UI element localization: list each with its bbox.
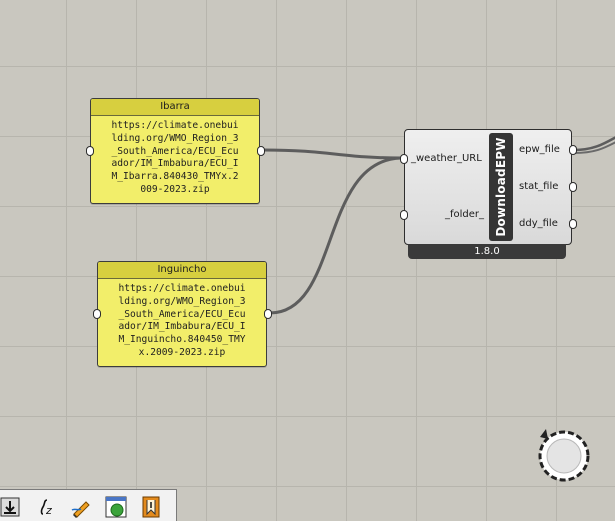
panel-ibarra-input-grip[interactable]	[86, 146, 94, 156]
panel-ibarra-output-grip[interactable]	[257, 146, 265, 156]
panel-ibarra-title: Ibarra	[91, 99, 259, 116]
component-version: 1.8.0	[408, 244, 566, 259]
input-folder-label: _folder_	[445, 209, 485, 220]
output-stat-file-grip[interactable]	[569, 182, 577, 192]
bake-icon[interactable]	[0, 496, 22, 518]
component-name: DownloadEPW	[494, 137, 508, 237]
component-name-bar: DownloadEPW	[489, 133, 513, 241]
wire-ibarra-to-weather-url	[262, 148, 402, 160]
panel-inguincho[interactable]: Inguincho https://climate.onebui lding.o…	[97, 261, 267, 367]
wire-epw-out-1	[573, 136, 615, 152]
panel-inguincho-title: Inguincho	[98, 262, 266, 279]
output-epw-file-grip[interactable]	[569, 145, 577, 155]
viewport-icon[interactable]	[105, 496, 127, 518]
wire-epw-out-2	[573, 141, 615, 154]
output-epw-file-label: epw_file	[519, 144, 560, 155]
input-weather-url-label: _weather_URL	[411, 153, 482, 164]
output-ddy-file-label: ddy_file	[519, 218, 558, 229]
panel-ibarra[interactable]: Ibarra https://climate.onebui lding.org/…	[90, 98, 260, 204]
canvas-navigator-icon[interactable]	[536, 425, 592, 483]
input-weather-url-grip[interactable]	[400, 154, 408, 164]
svg-text:z: z	[45, 504, 52, 517]
panel-inguincho-output-grip[interactable]	[264, 309, 272, 319]
panel-inguincho-content: https://climate.onebui lding.org/WMO_Reg…	[118, 283, 246, 358]
bottom-toolbar: z	[0, 489, 177, 521]
input-folder-grip[interactable]	[400, 210, 408, 220]
output-ddy-file-grip[interactable]	[569, 219, 577, 229]
sketch-pencil-icon[interactable]	[70, 496, 92, 518]
wire-inguincho-to-weather-url	[269, 156, 402, 315]
expression-icon[interactable]: z	[35, 496, 57, 518]
bookmark-icon[interactable]	[140, 496, 162, 518]
download-epw-component[interactable]: _weather_URL _folder_ DownloadEPW epw_fi…	[404, 129, 572, 245]
output-stat-file-label: stat_file	[519, 181, 559, 192]
panel-ibarra-content: https://climate.onebui lding.org/WMO_Reg…	[111, 120, 239, 195]
panel-inguincho-input-grip[interactable]	[93, 309, 101, 319]
